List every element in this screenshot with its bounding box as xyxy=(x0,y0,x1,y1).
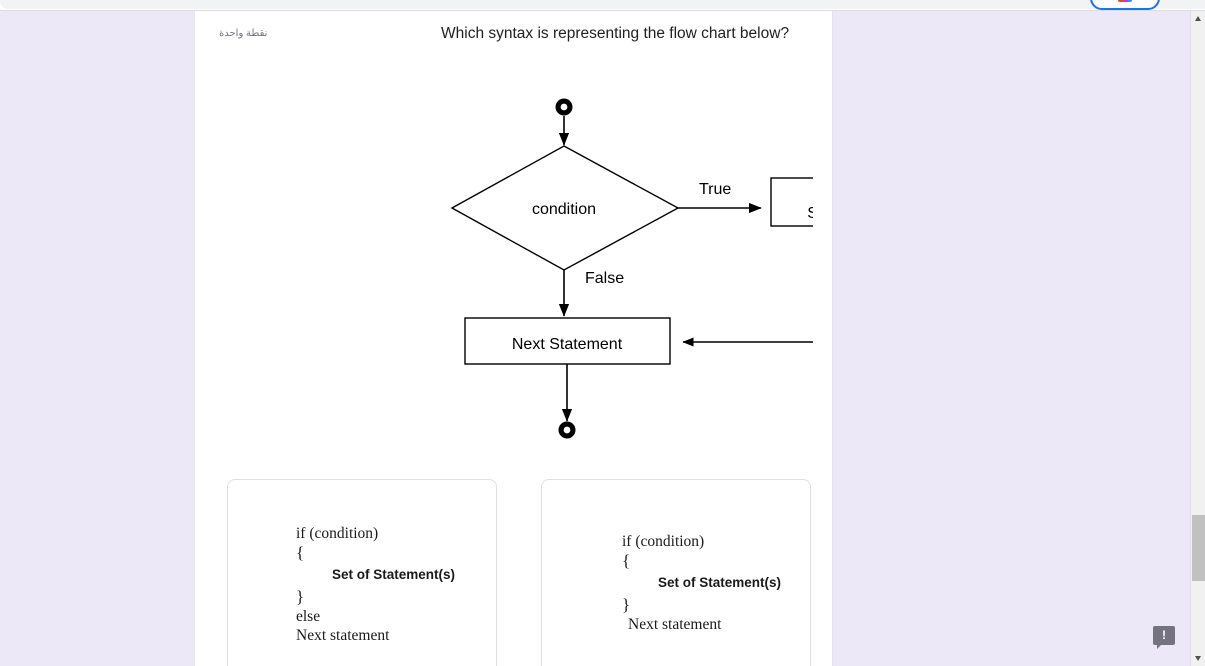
omnibox-sliver[interactable] xyxy=(0,0,1205,9)
question-header: نقطة واحدة ?Which syntax is representing… xyxy=(195,11,834,71)
page-area: نقطة واحدة ?Which syntax is representing… xyxy=(0,11,1190,666)
code-line: Next statement xyxy=(628,616,722,633)
false-label: False xyxy=(585,270,624,287)
scroll-down-arrow-icon[interactable] xyxy=(1191,651,1205,666)
next-statement-label: Next Statement xyxy=(512,336,623,353)
question-title: ?Which syntax is representing the flow c… xyxy=(441,25,790,42)
scrollbar-thumb[interactable] xyxy=(1192,515,1205,581)
end-node-icon xyxy=(558,421,576,439)
process-box xyxy=(770,177,813,227)
points-label: نقطة واحدة xyxy=(219,28,268,39)
answer-option-b[interactable]: if (condition) { Set of Statement(s) } N… xyxy=(541,479,811,666)
code-line: { xyxy=(296,543,305,562)
brand-accent-icon xyxy=(1118,0,1132,2)
feedback-bubble-icon[interactable]: ! xyxy=(1153,626,1175,649)
option-b-code: if (condition) { Set of Statement(s) } N… xyxy=(542,480,810,634)
code-line: Set of Statement(s) xyxy=(658,575,782,590)
code-line: } xyxy=(296,587,305,606)
edge-process-to-next xyxy=(682,337,813,347)
code-line: { xyxy=(622,551,631,570)
flowchart-image: condition True Set of Statement(s) False… xyxy=(213,73,813,463)
next-statement-box xyxy=(464,317,671,365)
code-line: else xyxy=(296,608,321,625)
decision-label: condition xyxy=(532,201,596,218)
code-line: Next statement xyxy=(296,627,390,644)
page-scrollbar[interactable] xyxy=(1190,11,1205,666)
code-line: if (condition) xyxy=(622,533,705,550)
scroll-up-arrow-icon[interactable] xyxy=(1191,11,1205,26)
option-a-code: if (condition) { Set of Statement(s) } e… xyxy=(228,480,496,645)
feedback-exclamation-glyph: ! xyxy=(1162,628,1166,642)
process-line-2: Statement(s) xyxy=(807,205,813,222)
start-node-icon xyxy=(555,98,573,116)
browser-chrome xyxy=(0,0,1205,11)
true-label: True xyxy=(699,181,731,198)
code-line: Set of Statement(s) xyxy=(332,567,456,582)
code-line: } xyxy=(622,595,631,614)
code-line: if (condition) xyxy=(296,525,379,542)
flowchart-svg: condition True Set of Statement(s) False… xyxy=(450,98,813,439)
question-card: نقطة واحدة ?Which syntax is representing… xyxy=(194,11,833,666)
answer-option-a[interactable]: if (condition) { Set of Statement(s) } e… xyxy=(227,479,497,666)
